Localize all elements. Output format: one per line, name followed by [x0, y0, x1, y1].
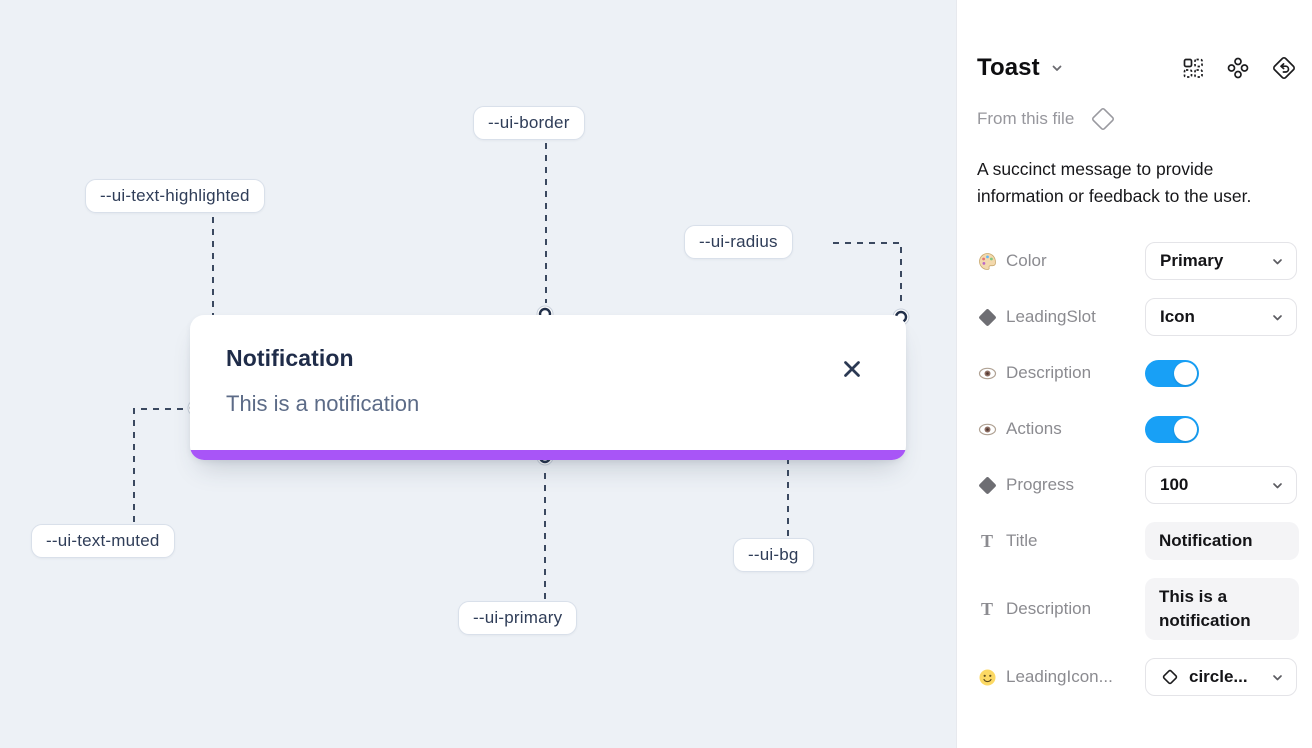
chevron-down-icon [1273, 258, 1282, 264]
prop-row-description-text: T Description This is a notification [977, 569, 1299, 649]
prop-label-progress: Progress [1006, 475, 1075, 494]
description-field[interactable]: This is a notification [1145, 578, 1299, 640]
chevron-down-icon [1273, 314, 1282, 320]
component-title: Toast [977, 54, 1040, 81]
diamond-icon [977, 475, 997, 495]
component-title-dropdown[interactable] [1050, 61, 1064, 75]
prop-label-description-text: Description [1006, 599, 1092, 618]
prop-row-description-toggle: Description [977, 345, 1297, 401]
prop-label-title: Title [1006, 531, 1038, 550]
chevron-down-icon [1273, 674, 1282, 680]
progress-select-value: 100 [1160, 475, 1189, 494]
eye-icon [977, 364, 997, 383]
connector-ui-text-muted [133, 408, 185, 522]
title-field[interactable]: Notification [1145, 522, 1299, 560]
prop-row-actions-toggle: Actions [977, 401, 1297, 457]
chevron-down-icon [1273, 482, 1282, 488]
toast-description: This is a notification [226, 391, 420, 416]
prop-row-progress: Progress 100 [977, 457, 1297, 513]
css-var-label-ui-primary: --ui-primary [458, 601, 578, 635]
properties-panel: Toast [956, 0, 1312, 748]
instance-grid-button[interactable] [1181, 56, 1205, 80]
eye-icon [977, 420, 997, 439]
progress-select[interactable]: 100 [1145, 466, 1297, 504]
variants-icon [1227, 57, 1249, 79]
prop-label-description: Description [1006, 363, 1092, 382]
component-description: A succinct message to provide informatio… [977, 159, 1252, 206]
leadingslot-select[interactable]: Icon [1145, 298, 1297, 336]
palette-icon [977, 252, 997, 271]
color-select-value: Primary [1160, 251, 1224, 270]
toggle-knob [1174, 417, 1197, 441]
toast-preview: Notification This is a notification [190, 315, 906, 460]
text-icon: T [980, 598, 993, 619]
leadingslot-select-value: Icon [1160, 307, 1195, 326]
prop-row-title: T Title Notification [977, 513, 1299, 569]
toggle-knob [1174, 361, 1197, 385]
return-to-component-button[interactable] [1271, 55, 1297, 81]
connector-ui-radius [833, 242, 902, 305]
diamond-outline-icon [1160, 667, 1180, 687]
css-var-label-ui-text-muted: --ui-text-muted [31, 524, 175, 558]
leadingicon-select-value: circle... [1189, 667, 1248, 686]
property-list: Color Primary LeadingSlot Icon [977, 233, 1299, 705]
text-icon: T [980, 530, 993, 551]
panel-header: Toast [977, 54, 1297, 82]
diamond-outline-icon [1092, 107, 1115, 131]
smiley-icon [977, 668, 997, 687]
description-toggle[interactable] [1145, 359, 1199, 387]
css-var-label-ui-bg: --ui-bg [733, 538, 814, 572]
diamond-icon [977, 307, 997, 327]
source-row: From this file [977, 104, 1297, 134]
instance-grid-icon [1183, 58, 1203, 78]
prop-label-color: Color [1006, 251, 1047, 270]
close-icon [844, 361, 860, 377]
prop-row-leadingicon: LeadingIcon... circle... [977, 649, 1297, 705]
toast-title: Notification [226, 345, 354, 371]
color-select[interactable]: Primary [1145, 242, 1297, 280]
css-var-label-ui-text-highlighted: --ui-text-highlighted [85, 179, 265, 213]
variants-button[interactable] [1226, 56, 1250, 80]
toast-close-button[interactable] [840, 357, 864, 381]
leadingicon-select[interactable]: circle... [1145, 658, 1297, 696]
prop-label-leadingslot: LeadingSlot [1006, 307, 1096, 326]
actions-toggle[interactable] [1145, 415, 1199, 443]
css-var-label-ui-radius: --ui-radius [684, 225, 793, 259]
prop-row-leadingslot: LeadingSlot Icon [977, 289, 1297, 345]
toast-progress-bar [190, 450, 906, 460]
source-label: From this file [977, 109, 1075, 128]
prop-row-color: Color Primary [977, 233, 1297, 289]
css-var-label-ui-border: --ui-border [473, 106, 585, 140]
return-diamond-icon [1273, 57, 1295, 79]
design-canvas: --ui-border --ui-text-highlighted --ui-r… [0, 0, 956, 748]
chevron-down-icon [1052, 65, 1062, 71]
prop-label-actions: Actions [1006, 419, 1062, 438]
prop-label-leadingicon: LeadingIcon... [1006, 667, 1113, 686]
